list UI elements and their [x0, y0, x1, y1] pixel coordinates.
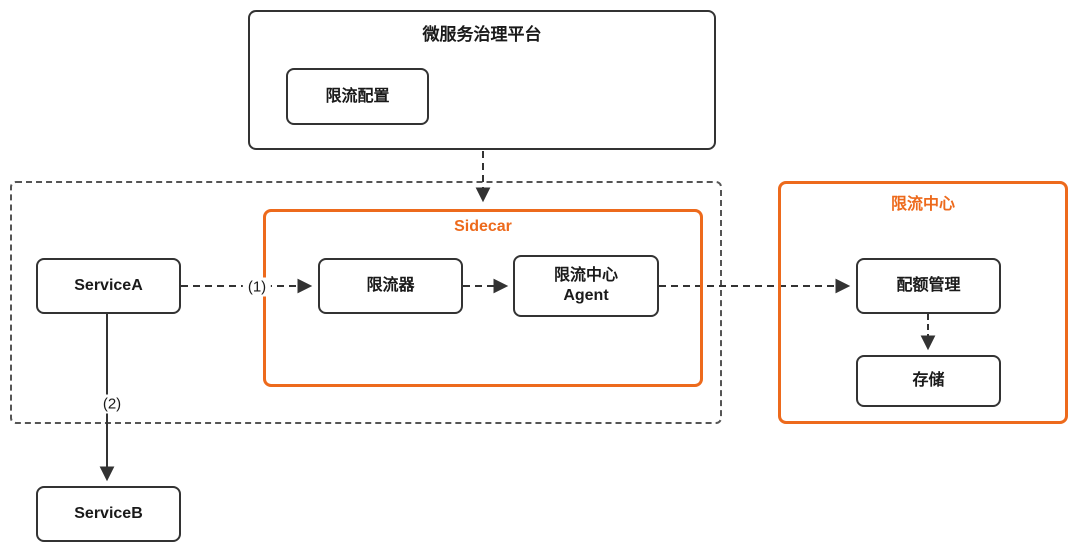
service-b-label: ServiceB [74, 505, 143, 522]
rate-limit-center-box: 限流中心 [778, 181, 1068, 424]
flow-step-1-label: (1) [242, 277, 272, 297]
mesh-dashed-container [10, 181, 722, 424]
quota-management-label: 配额管理 [896, 277, 961, 294]
rate-limit-config-label: 限流配置 [325, 87, 390, 105]
service-b-node: ServiceB [36, 486, 181, 542]
quota-management-node: 配额管理 [856, 258, 1001, 314]
service-a-node: ServiceA [36, 258, 181, 314]
storage-label: 存储 [912, 372, 945, 389]
rate-limit-config-node: 限流配置 [286, 68, 429, 125]
storage-node: 存储 [856, 355, 1001, 407]
rate-limiter-label: 限流器 [366, 277, 415, 294]
sidecar-title: Sidecar [454, 218, 512, 235]
flow-step-2-label: (2) [97, 394, 127, 414]
agent-label-line1: 限流中心 [553, 267, 618, 284]
service-a-label: ServiceA [74, 277, 143, 294]
rate-limiter-node: 限流器 [318, 258, 463, 314]
sidecar-box: Sidecar [263, 209, 703, 387]
agent-node: 限流中心 Agent [513, 255, 659, 317]
rate-limit-center-title: 限流中心 [890, 196, 955, 213]
agent-label-line2: Agent [563, 287, 609, 304]
platform-title: 微服务治理平台 [422, 25, 542, 44]
